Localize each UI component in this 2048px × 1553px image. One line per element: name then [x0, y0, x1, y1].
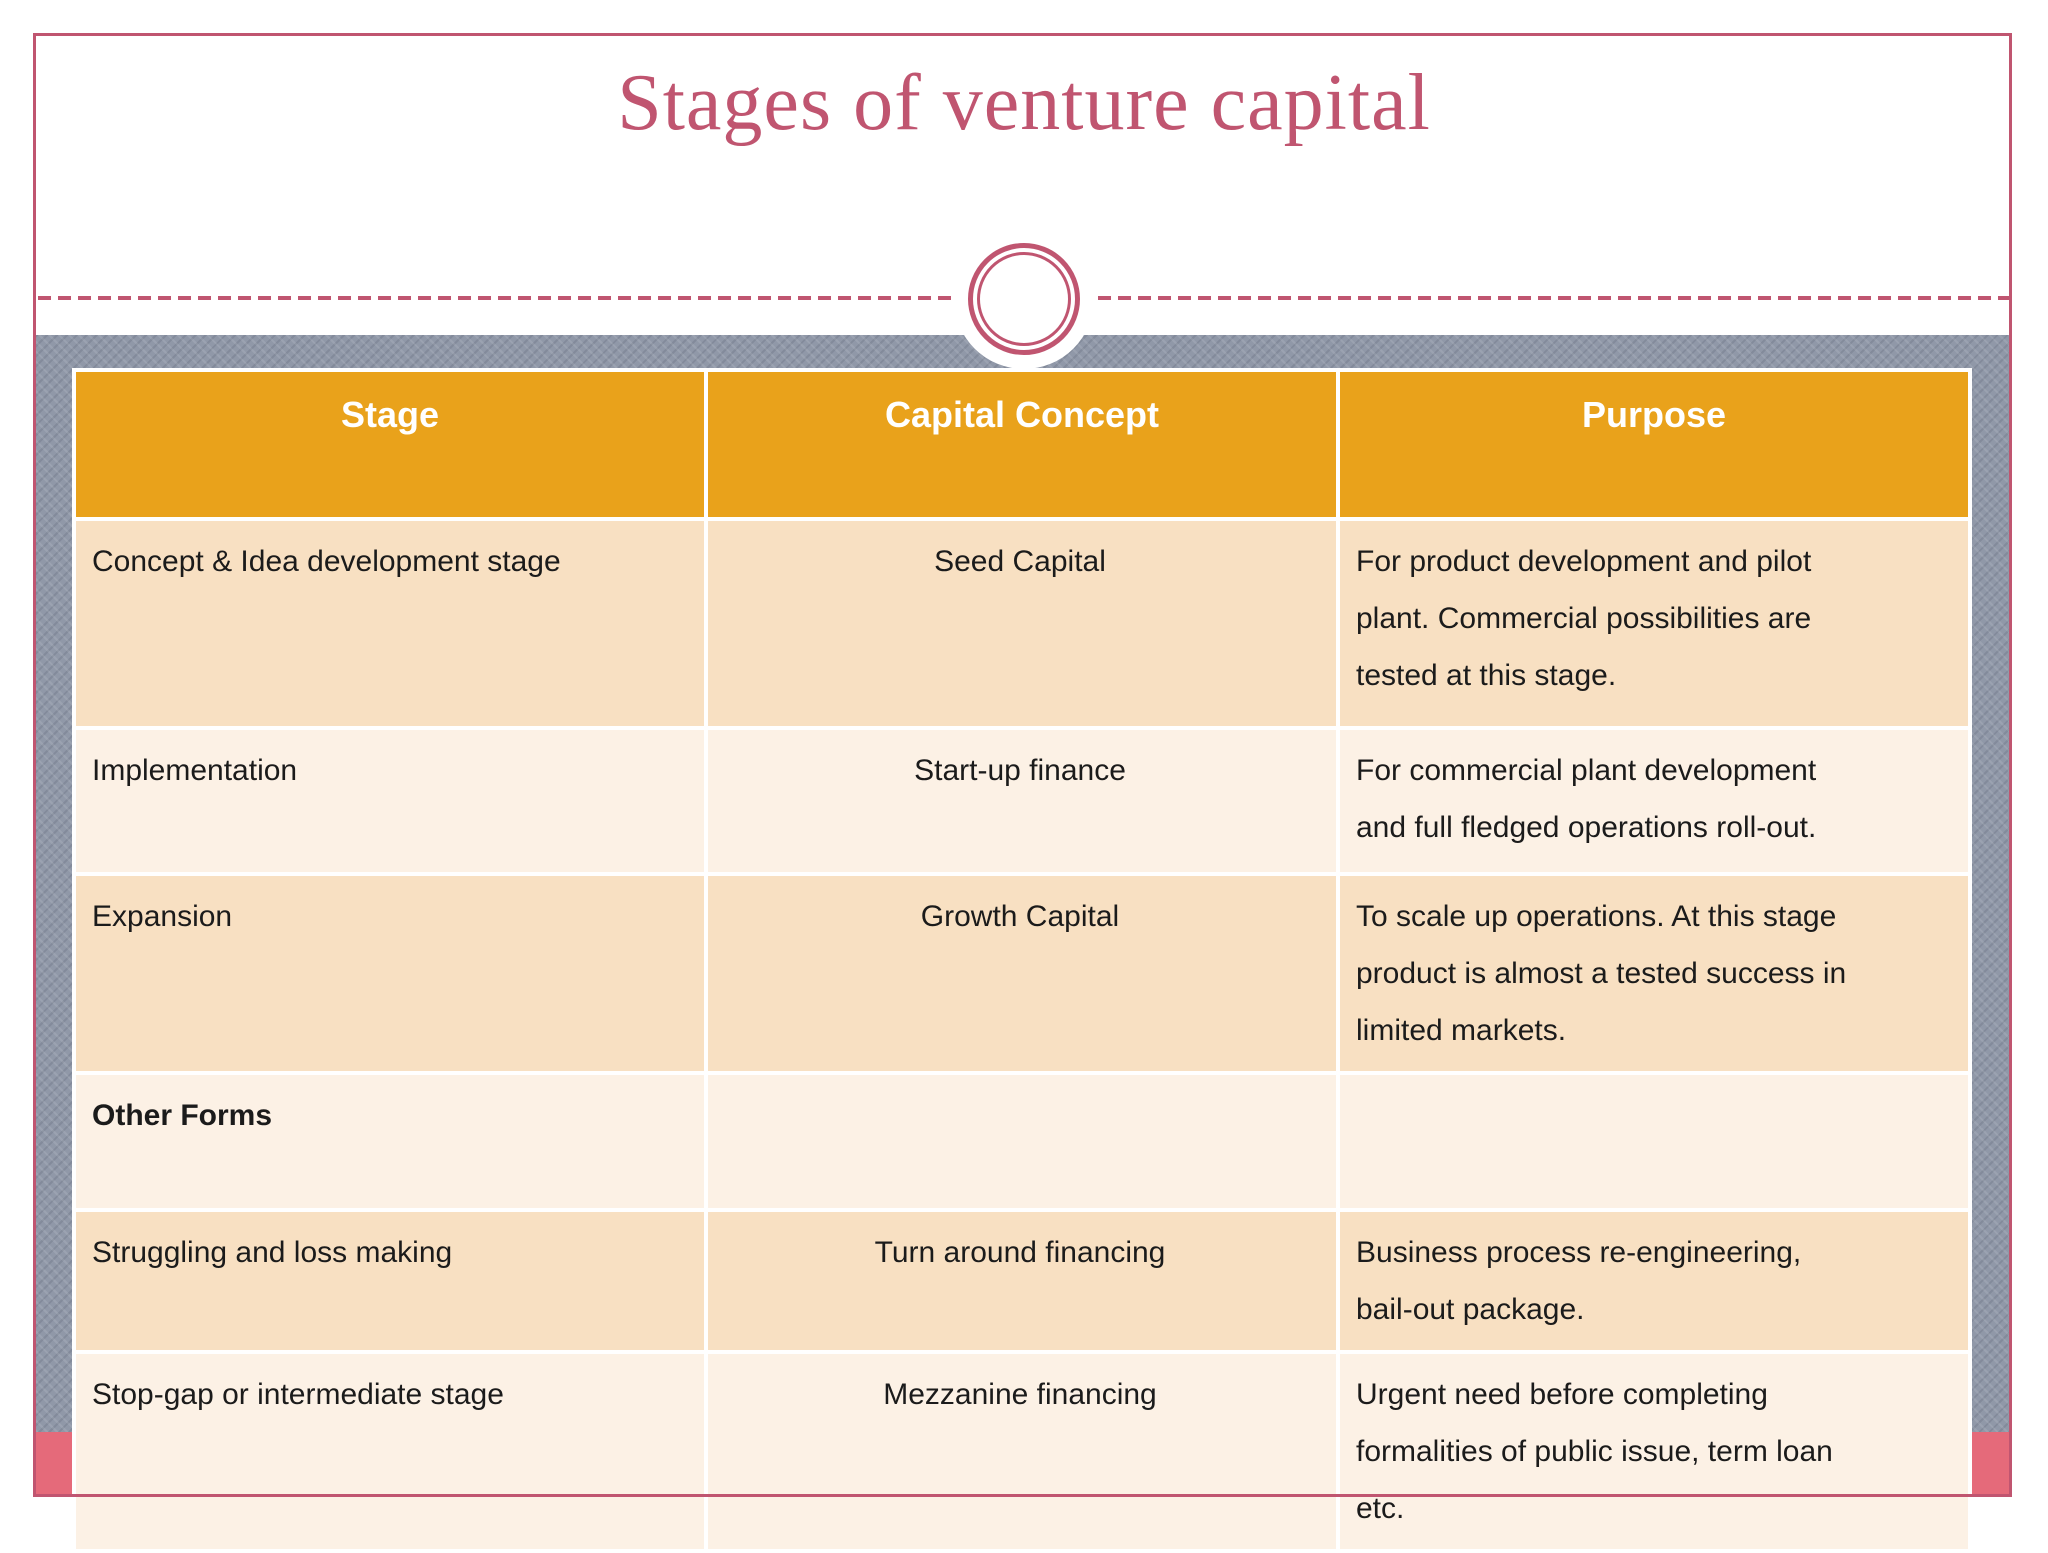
column-header-purpose: Purpose	[1340, 372, 1968, 517]
venture-capital-stages-table: Stage Capital Concept Purpose Concept & …	[72, 368, 1972, 1553]
table-row: Concept & Idea development stage Seed Ca…	[76, 521, 1968, 726]
table-row: Struggling and loss making Turn around f…	[76, 1212, 1968, 1350]
cell-stage: Stop-gap or intermediate stage	[76, 1354, 704, 1549]
page-title: Stages of venture capital	[617, 59, 1431, 147]
cell-purpose: To scale up operations. At this stage pr…	[1340, 876, 1968, 1071]
double-circle-ornament-inner-ring	[977, 252, 1071, 346]
column-header-capital-concept: Capital Concept	[708, 372, 1336, 517]
cell-capital-concept	[708, 1075, 1336, 1208]
cell-stage: Other Forms	[76, 1075, 704, 1208]
cell-purpose: Business process re-engineering, bail-ou…	[1340, 1212, 1968, 1350]
cell-stage: Concept & Idea development stage	[76, 521, 704, 726]
cell-stage: Implementation	[76, 730, 704, 872]
cell-capital-concept: Growth Capital	[708, 876, 1336, 1071]
table-header-row: Stage Capital Concept Purpose	[76, 372, 1968, 517]
table-header: Stage Capital Concept Purpose	[76, 372, 1968, 517]
column-header-stage: Stage	[76, 372, 704, 517]
table-row: Other Forms	[76, 1075, 1968, 1208]
cell-capital-concept: Turn around financing	[708, 1212, 1336, 1350]
cell-capital-concept: Start-up finance	[708, 730, 1336, 872]
table-row: Stop-gap or intermediate stage Mezzanine…	[76, 1354, 1968, 1549]
cell-capital-concept: Mezzanine financing	[708, 1354, 1336, 1549]
table-row: Implementation Start-up finance For comm…	[76, 730, 1968, 872]
cell-purpose: Urgent need before completing formalitie…	[1340, 1354, 1968, 1549]
cell-purpose	[1340, 1075, 1968, 1208]
table-row: Expansion Growth Capital To scale up ope…	[76, 876, 1968, 1071]
cell-capital-concept: Seed Capital	[708, 521, 1336, 726]
cell-purpose: For product development and pilot plant.…	[1340, 521, 1968, 726]
cell-purpose: For commercial plant development and ful…	[1340, 730, 1968, 872]
cell-stage: Expansion	[76, 876, 704, 1071]
double-circle-ornament-icon	[968, 243, 1080, 355]
cell-stage: Struggling and loss making	[76, 1212, 704, 1350]
